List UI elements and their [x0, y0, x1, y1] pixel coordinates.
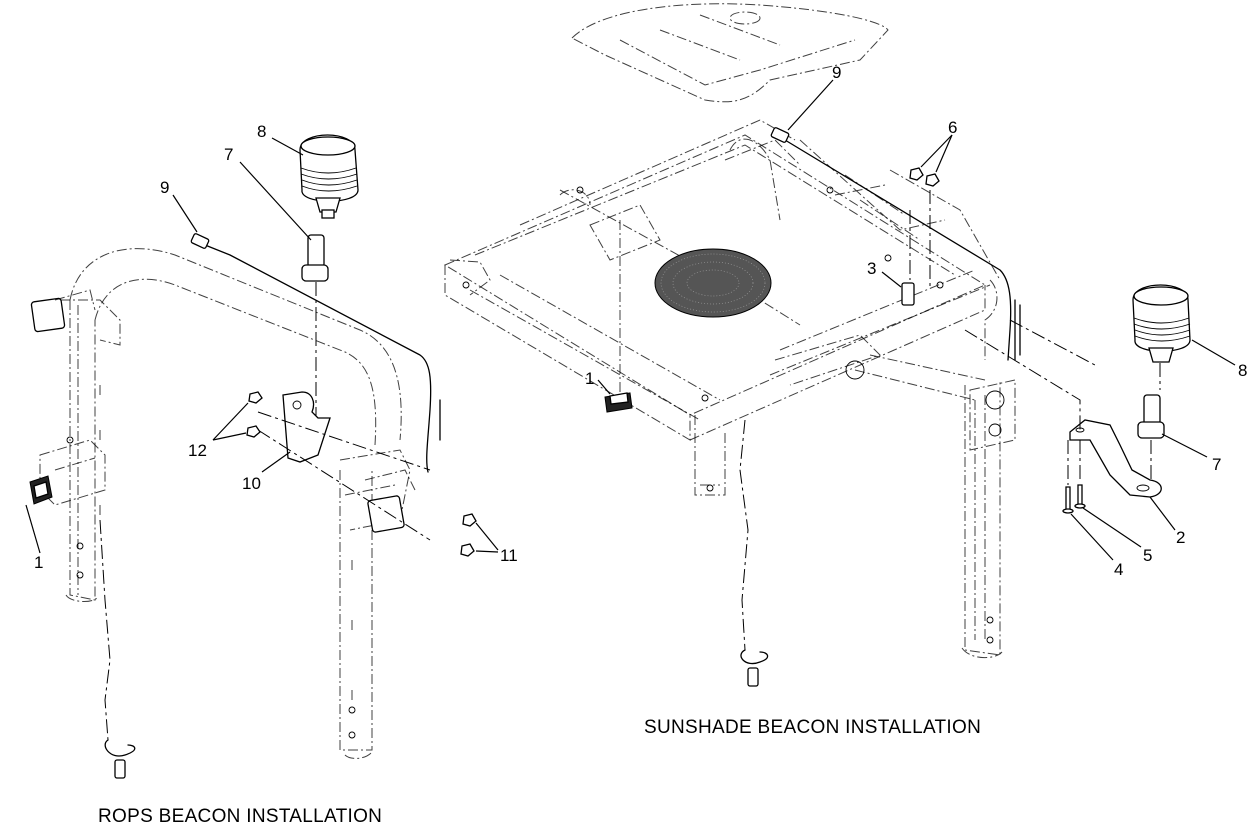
sunshade-callout-leaders	[597, 79, 1236, 561]
sunshade-callout-8: 8	[1238, 361, 1247, 380]
rops-rocker-switch	[29, 475, 53, 505]
sunshade-beacon	[1132, 284, 1191, 390]
rops-callout-labels: 1 7 8 9 10 11 12	[34, 122, 518, 572]
sunshade-rocker-switch	[604, 392, 633, 413]
rops-callout-7: 7	[224, 145, 233, 164]
sunshade-caption: SUNSHADE BEACON INSTALLATION	[644, 717, 981, 738]
sunshade-assembly	[443, 3, 1236, 687]
sunshade-frame-legs	[619, 138, 1016, 658]
sunshade-vent-grille	[654, 248, 772, 318]
rops-assembly	[25, 134, 499, 779]
rops-callout-9: 9	[160, 178, 169, 197]
sunshade-canopy	[571, 3, 889, 103]
sunshade-callout-9: 9	[832, 63, 841, 82]
rops-caption: ROPS BEACON INSTALLATION	[98, 806, 382, 827]
rops-bolts	[460, 513, 477, 557]
rops-callout-1: 1	[34, 553, 43, 572]
rops-callout-8: 8	[257, 122, 266, 141]
rops-wire-harness	[99, 233, 441, 779]
rops-callout-12: 12	[188, 441, 207, 460]
sunshade-beacon-mount	[1137, 394, 1165, 480]
sunshade-callout-2: 2	[1176, 528, 1185, 547]
sunshade-callout-3: 3	[867, 259, 876, 278]
rops-callout-leaders	[25, 137, 499, 554]
sunshade-wire-harness	[739, 127, 1021, 687]
rops-flange-nuts	[246, 391, 263, 438]
rops-mount-bracket	[257, 391, 431, 541]
sunshade-callout-labels: 1 2 3 4 5 6 7 8 9	[585, 63, 1247, 579]
rops-callout-11: 11	[500, 546, 518, 565]
rops-beacon	[299, 134, 359, 219]
rops-beacon-mount	[301, 234, 329, 440]
rops-callout-10: 10	[242, 474, 261, 493]
sunshade-callout-1: 1	[585, 369, 594, 388]
sunshade-flange-nuts	[909, 167, 940, 290]
sunshade-callout-6: 6	[948, 118, 957, 137]
sunshade-spacer	[901, 210, 915, 306]
sunshade-callout-5: 5	[1143, 546, 1152, 565]
rops-roll-bar	[30, 248, 416, 759]
sunshade-mount-bracket	[964, 319, 1162, 498]
sunshade-callout-7: 7	[1212, 455, 1221, 474]
sunshade-bolts	[1062, 440, 1086, 514]
sunshade-callout-4: 4	[1114, 560, 1123, 579]
